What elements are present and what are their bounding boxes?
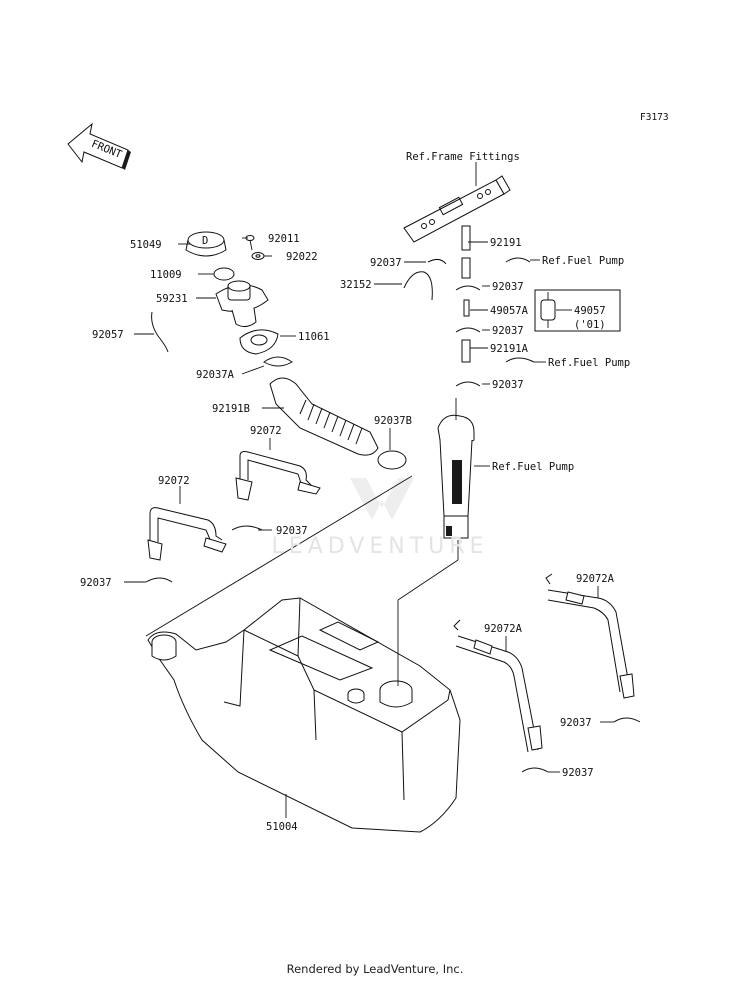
footer-credit: Rendered by LeadVenture, Inc. <box>286 962 464 976</box>
leader-lines <box>124 162 614 818</box>
check-valve <box>463 299 470 317</box>
label-92011: 92011 <box>268 233 300 245</box>
hose-segment <box>461 339 471 363</box>
flange-gasket <box>239 329 279 355</box>
figure-code: F3173 <box>640 112 669 123</box>
clip-icon <box>521 767 549 773</box>
watermark-logo-icon <box>350 478 414 520</box>
label-92037a: 92037A <box>196 369 235 381</box>
label-92037b: 92037B <box>374 415 412 427</box>
label-11009: 11009 <box>150 269 182 281</box>
label-92037-upper: 92037 <box>370 257 402 269</box>
label-51004: 51004 <box>266 821 298 833</box>
svg-text:D: D <box>202 235 208 247</box>
fuel-pump-unit <box>437 398 475 539</box>
label-92037-right-1: 92037 <box>560 717 592 729</box>
filler-neck <box>215 280 269 328</box>
label-32152: 32152 <box>340 279 372 291</box>
hose-segment <box>461 225 471 251</box>
label-92072-2: 92072 <box>158 475 190 487</box>
vent-tube <box>403 271 433 301</box>
label-92037-clip-lower: 92037 <box>80 577 112 589</box>
bolt <box>245 235 265 260</box>
clip-icon <box>231 525 263 531</box>
front-arrow-icon: FRONT <box>67 122 131 170</box>
clip-icon <box>145 577 173 583</box>
gasket-ring <box>213 267 235 281</box>
label-92072a-2: 92072A <box>484 623 523 635</box>
label-92022: 92022 <box>286 251 318 263</box>
clip-icon <box>613 717 641 723</box>
hose-clamp-b <box>377 450 407 470</box>
filler-hose <box>269 377 379 456</box>
hose-clamp <box>263 356 293 367</box>
49057-box <box>534 289 621 332</box>
label-ref-fuel-pump-3: Ref.Fuel Pump <box>492 461 574 473</box>
label-49057-note: ('01) <box>574 319 606 331</box>
check-valve-01 <box>540 292 556 328</box>
label-92191: 92191 <box>490 237 522 249</box>
label-49057: 49057 <box>574 305 606 317</box>
hose-segment <box>461 257 471 279</box>
label-92037-clip-left: 92037 <box>276 525 308 537</box>
clip-icon <box>505 357 535 363</box>
clip-icon <box>455 327 481 333</box>
label-ref-fuel-pump-2: Ref.Fuel Pump <box>548 357 630 369</box>
tether-cord <box>151 311 169 353</box>
label-92072a: 92072A <box>576 573 615 585</box>
clip-icon <box>427 258 447 265</box>
watermark-text: LEADVENTURE <box>271 534 489 559</box>
label-92072: 92072 <box>250 425 282 437</box>
frame-fitting-bracket <box>403 175 511 243</box>
tank-strap-a-2 <box>453 619 543 753</box>
label-92191b: 92191B <box>212 403 250 415</box>
fuel-cap: D <box>185 231 227 257</box>
label-51049: 51049 <box>130 239 162 251</box>
label-92037-center-2: 92037 <box>492 325 524 337</box>
label-92037-right-2: 92037 <box>562 767 594 779</box>
tank-strap-2 <box>147 507 227 561</box>
label-ref-frame-fittings: Ref.Frame Fittings <box>406 151 520 163</box>
fuel-tank <box>147 597 461 833</box>
tank-strap-a <box>545 573 635 699</box>
label-92037-center-3: 92037 <box>492 379 524 391</box>
tank-strap <box>235 451 321 501</box>
clip-icon <box>455 285 481 291</box>
label-59231: 59231 <box>156 293 188 305</box>
label-11061: 11061 <box>298 331 330 343</box>
label-49057a: 49057A <box>490 305 529 317</box>
clip-icon <box>505 257 531 263</box>
clip-icon <box>455 381 481 387</box>
label-92057: 92057 <box>92 329 124 341</box>
label-92191a: 92191A <box>490 343 529 355</box>
label-ref-fuel-pump-1: Ref.Fuel Pump <box>542 255 624 267</box>
label-92037-center-1: 92037 <box>492 281 524 293</box>
